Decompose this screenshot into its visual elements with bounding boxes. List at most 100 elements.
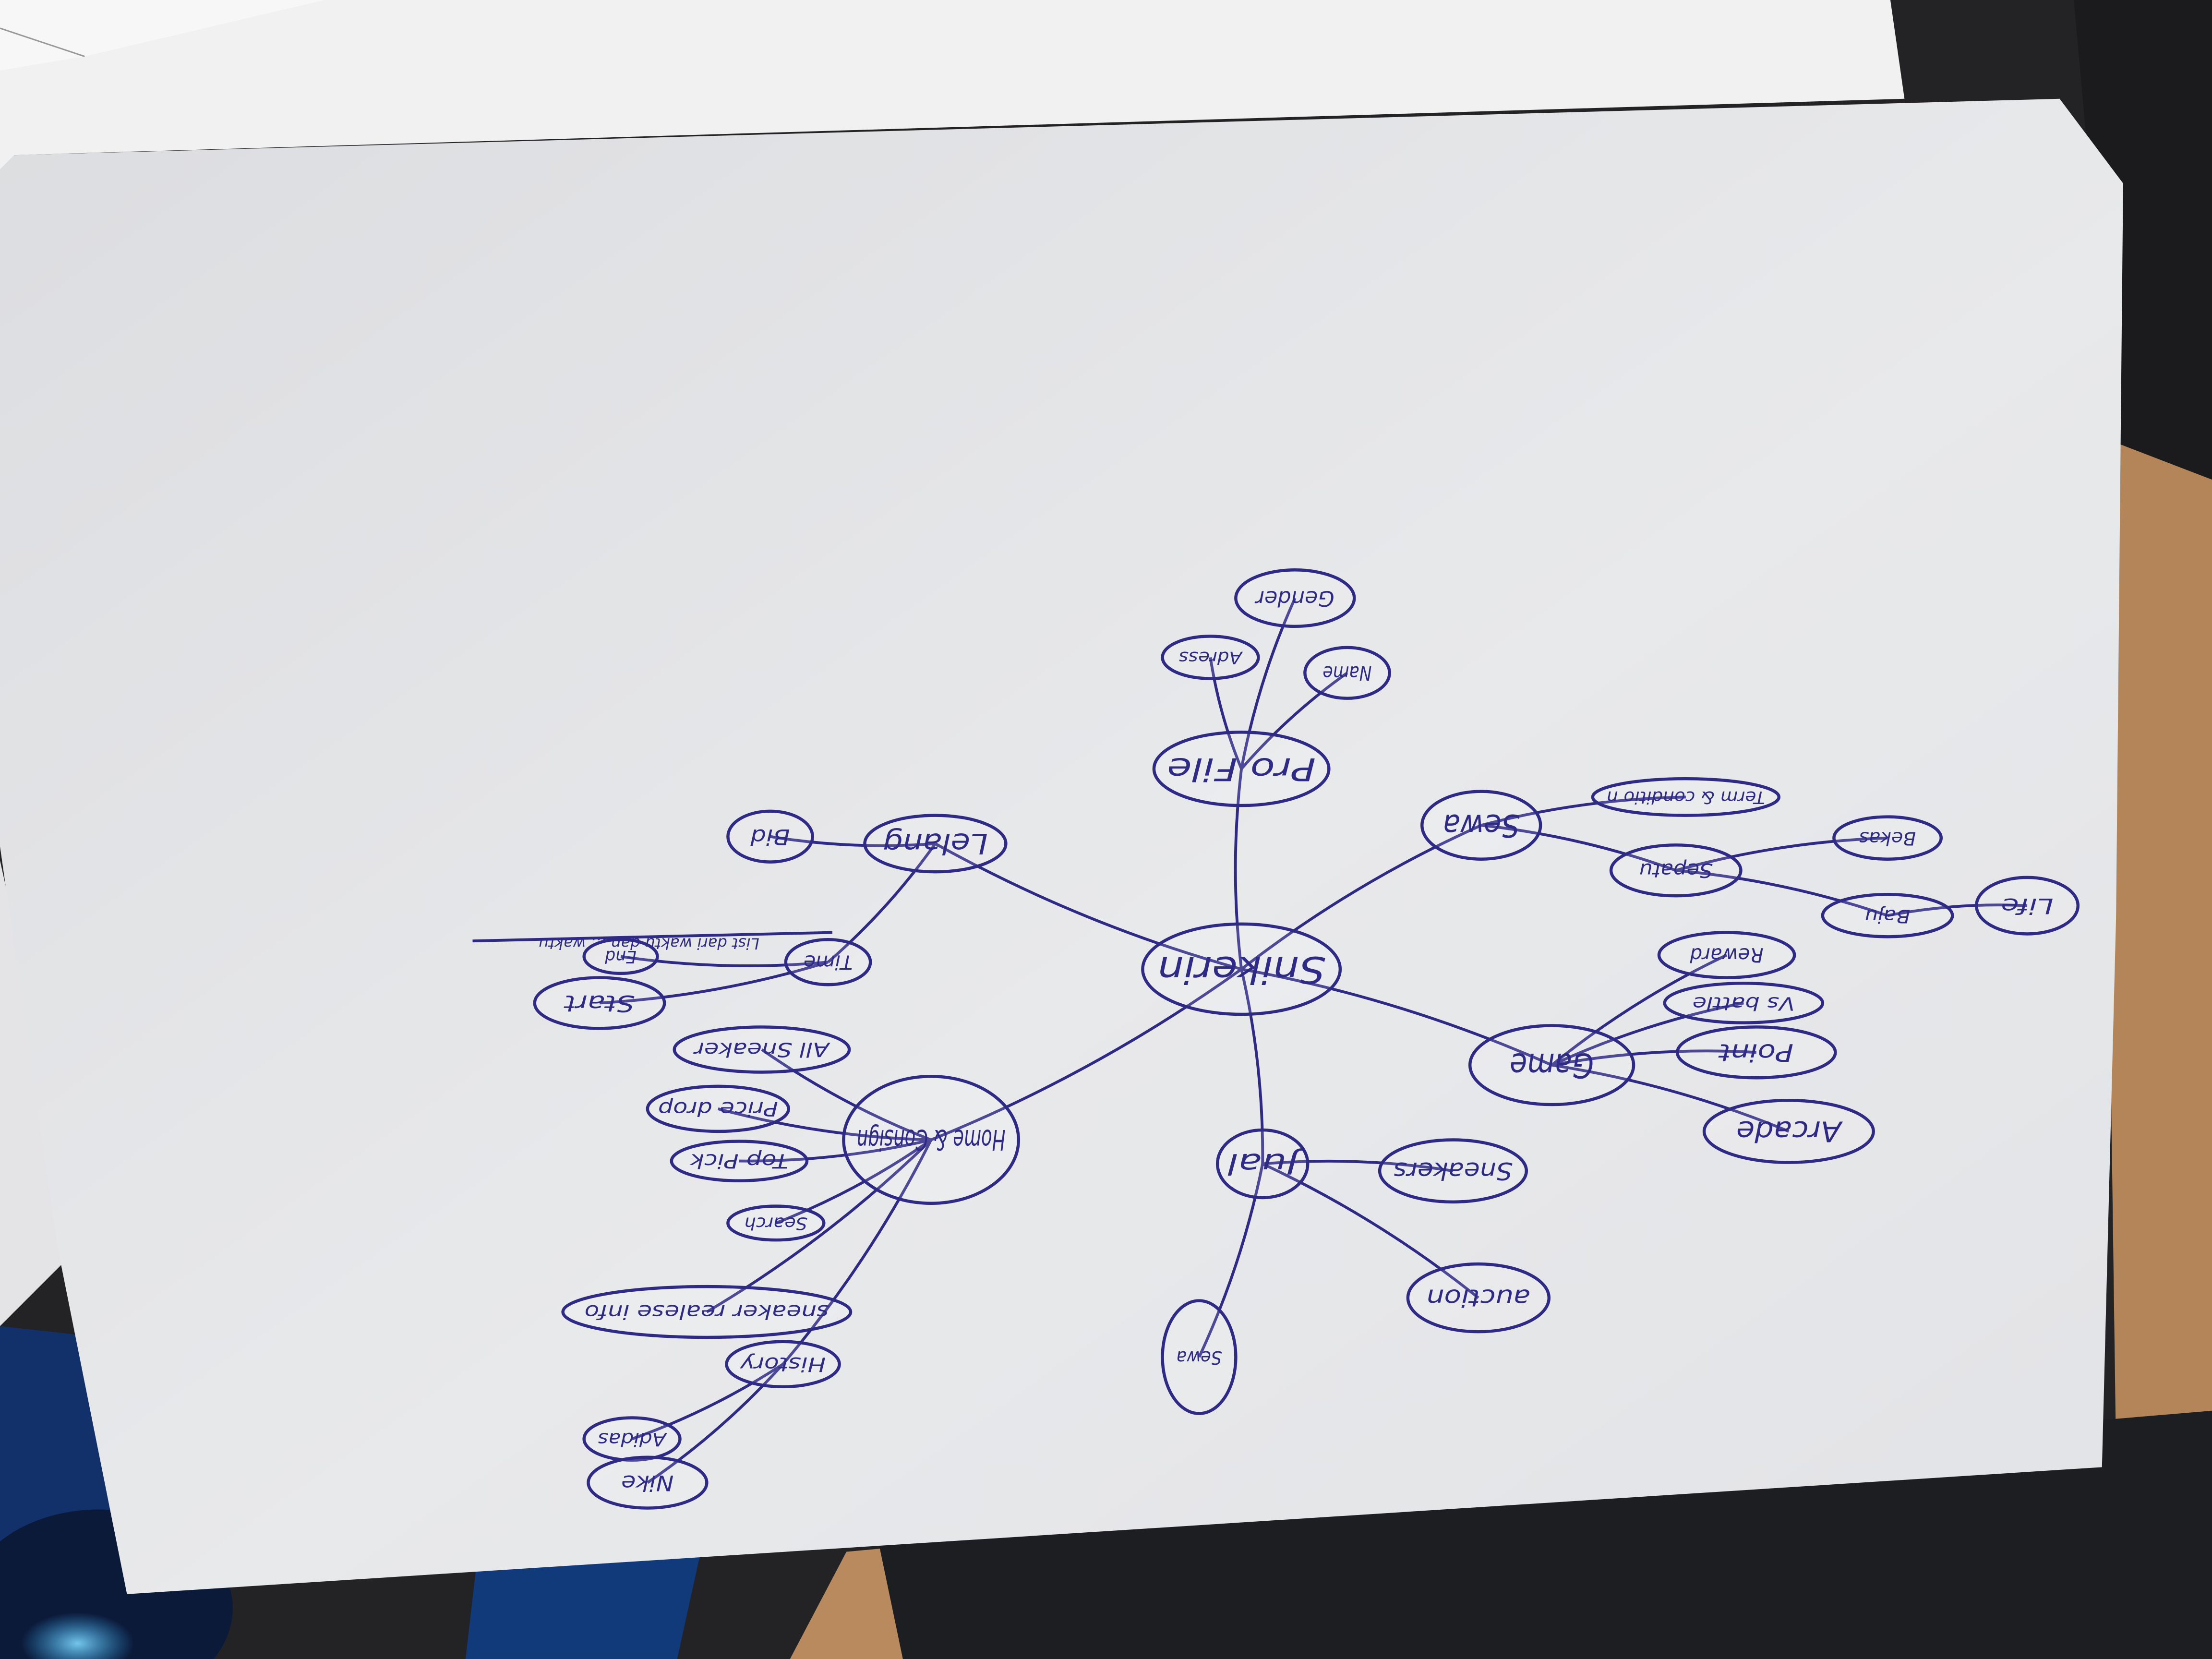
node-home-price-drop-label: Price drop (658, 1097, 778, 1120)
center-node-ellipse (1141, 922, 1342, 1016)
node-game-point-label: Point (1718, 1038, 1793, 1066)
node-home-top-pick-label: Top Pick (689, 1150, 788, 1173)
node-home-all-sneaker-label: All Sneaker (693, 1038, 831, 1061)
node-home-history-ellipse (725, 1340, 841, 1389)
link-profile-0 (1240, 672, 1348, 770)
node-game-arcade-label: Arcade (1736, 1115, 1843, 1148)
branch-lelang-label: Lelang (883, 827, 988, 860)
link-home-6 (631, 1363, 784, 1441)
node-game-reward: Reward (1657, 931, 1796, 979)
back-paper (0, 0, 1905, 184)
node-game-vs-battle: Vs battle (1663, 982, 1825, 1024)
link-center-profile (1234, 769, 1243, 970)
node-sewa_top-term-conditio-n: Term & conditio n (1591, 777, 1781, 817)
branch-profile-ellipse (1152, 730, 1331, 807)
link-profile-2 (1240, 597, 1297, 769)
node-lelang-time-ellipse (784, 938, 872, 986)
link-profile-1 (1209, 657, 1243, 769)
link-jual-1 (1262, 1162, 1479, 1299)
link-home-0 (761, 1048, 932, 1142)
node-home-all-sneaker: All Sneaker (673, 1025, 851, 1074)
node-game-arcade: Arcade (1702, 1099, 1875, 1164)
node-sewa_top-baju-label: Baju (1865, 905, 1911, 926)
node-game-vs-battle-label: Vs battle (1693, 992, 1795, 1013)
node-lelang-start: Start (533, 976, 666, 1030)
node-jual-sewa-ellipse (1161, 1299, 1238, 1415)
branch-jual-ellipse (1215, 1128, 1310, 1200)
node-lelang-time: Time (784, 938, 872, 986)
branch-sewa_top-label: Sewa (1443, 807, 1520, 843)
node-sewa_top-life-label: Life (2001, 893, 2053, 918)
mouse-glow (21, 1612, 134, 1659)
node-lelang-start-label: Start (564, 990, 635, 1016)
center-node: Snikerin (1141, 922, 1342, 1016)
link-jual-2 (1198, 1163, 1264, 1358)
node-game-reward-label: Reward (1690, 944, 1764, 967)
link-home-2 (739, 1138, 932, 1163)
link-game-2 (1551, 1049, 1756, 1067)
link-game-3 (1551, 1063, 1790, 1133)
link-home-3 (775, 1139, 932, 1225)
link-lelang-1 (827, 842, 937, 963)
node-jual-sneakers: Sneakers (1378, 1138, 1528, 1204)
node-home-price-drop-ellipse (646, 1084, 791, 1133)
link-sewa_top-1 (1481, 824, 1677, 872)
node-home-sneaker-realese-info-ellipse (561, 1285, 853, 1339)
node-home-nike-label: Nike (621, 1470, 673, 1495)
branch-jual: Jual (1215, 1128, 1310, 1200)
node-lelang-time-label: Time (804, 950, 853, 974)
link-center-jual (1240, 969, 1264, 1164)
node-lelang-start-ellipse (533, 976, 666, 1030)
node-lelang-bid-label: Bid (750, 824, 790, 849)
dark-corner (2074, 0, 2212, 508)
node-game-vs-battle-ellipse (1663, 982, 1825, 1024)
node-home-nike-ellipse (587, 1455, 709, 1510)
wooden-desk (2102, 437, 2212, 1481)
node-jual-sewa: Sewa (1161, 1299, 1238, 1415)
node-jual-auction: auction (1406, 1262, 1551, 1334)
node-profile-name-ellipse (1303, 646, 1391, 700)
branch-profile-label: Pro File (1167, 751, 1316, 787)
node-profile-name: Name (1303, 646, 1391, 700)
node-sewa_top-term-conditio-n-label: Term & conditio n (1607, 787, 1765, 807)
link-sewa_top-4 (1887, 903, 2028, 917)
node-home-top-pick: Top Pick (670, 1140, 809, 1182)
node-home-sneaker-realese-info-label: sneaker realese info (585, 1300, 830, 1323)
node-home-history-label: History (740, 1353, 826, 1376)
node-profile-adress-ellipse (1161, 635, 1260, 680)
link-game-1 (1551, 1001, 1744, 1067)
branch-sewa_top-ellipse (1420, 790, 1542, 861)
node-profile-gender-label: Gender (1254, 586, 1334, 611)
node-game-arcade-ellipse (1702, 1099, 1875, 1164)
node-lelang-bid: Bid (726, 809, 814, 864)
node-sewa_top-term-conditio-n-ellipse (1591, 777, 1781, 817)
branch-home: Home & Consign (842, 1075, 1021, 1205)
node-profile-adress-label: Adress (1179, 648, 1243, 667)
node-jual-sneakers-ellipse (1378, 1138, 1528, 1204)
node-home-history: History (725, 1340, 841, 1389)
link-lelang-3 (620, 955, 829, 967)
link-lelang-2 (599, 961, 829, 1005)
branch-game-label: Game (1510, 1046, 1594, 1085)
node-profile-name-label: Name (1323, 661, 1372, 685)
link-game-0 (1551, 953, 1728, 1067)
link-center-home (930, 968, 1242, 1142)
node-home-search-ellipse (726, 1204, 826, 1242)
node-sewa_top-sepatu: Sepatu (1609, 843, 1743, 898)
node-home-top-pick-ellipse (670, 1140, 809, 1182)
branch-game-ellipse (1468, 1024, 1635, 1106)
link-center-sewa_top (1240, 824, 1482, 971)
node-profile-gender: Gender (1234, 568, 1356, 628)
paper-sheet (0, 98, 2123, 1594)
branch-game: Game (1468, 1024, 1635, 1106)
branch-home-label: Home & Consign (857, 1123, 1006, 1156)
node-home-search: Search (726, 1204, 826, 1242)
node-sewa_top-bekas-label: Bekas (1859, 828, 1916, 849)
node-game-point: Point (1675, 1025, 1837, 1080)
node-jual-sneakers-label: Sneakers (1394, 1157, 1513, 1185)
node-home-nike: Nike (587, 1455, 709, 1510)
branch-lelang-ellipse (863, 814, 1008, 874)
node-sewa_top-baju: Baju (1821, 892, 1954, 938)
branch-jual-label: Jual (1227, 1147, 1304, 1180)
